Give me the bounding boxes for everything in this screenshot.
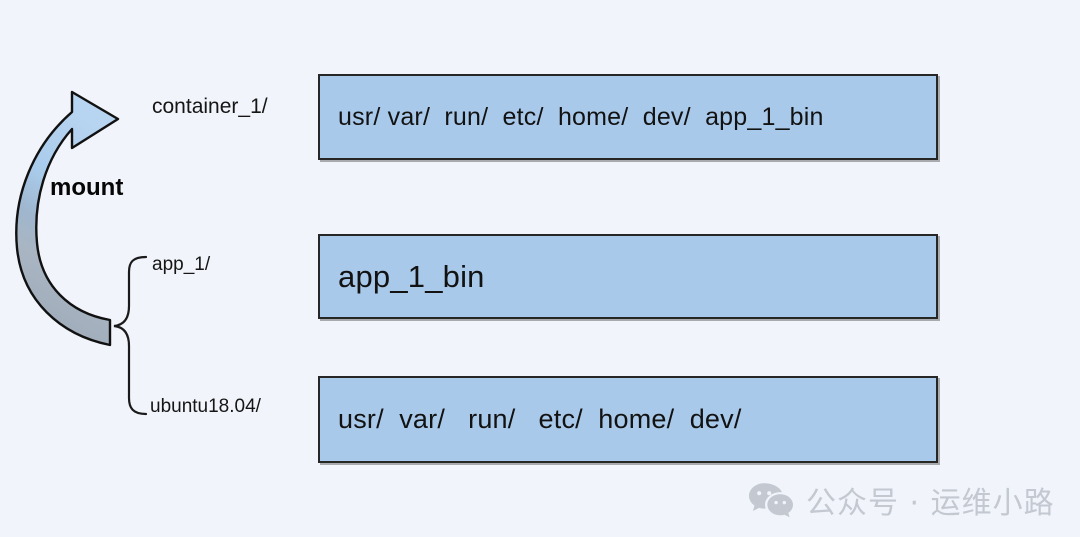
mount-label: mount [50, 174, 124, 201]
watermark-text: 公众号 · 运维小路 [806, 486, 1055, 521]
mount-arrow-icon [15, 90, 120, 347]
label-ubuntu-18-04: ubuntu18.04/ [150, 396, 261, 417]
label-container-1: container_1/ [152, 95, 268, 118]
ubuntu-filesystem-text: usr/ var/ run/ etc/ home/ dev/ [338, 404, 742, 434]
app-1-filesystem-text: app_1_bin [338, 258, 485, 294]
container-1-filesystem-text: usr/ var/ run/ etc/ home/ dev/ app_1_bin [338, 102, 824, 131]
app-1-filesystem-box: app_1_bin [318, 234, 938, 319]
watermark: 公众号 · 运维小路 [748, 478, 1055, 522]
grouping-brace [113, 255, 148, 416]
label-app-1: app_1/ [152, 254, 211, 275]
wechat-icon [749, 483, 793, 518]
container-1-filesystem-box: usr/ var/ run/ etc/ home/ dev/ app_1_bin [318, 74, 938, 160]
ubuntu-filesystem-box: usr/ var/ run/ etc/ home/ dev/ [318, 376, 938, 463]
